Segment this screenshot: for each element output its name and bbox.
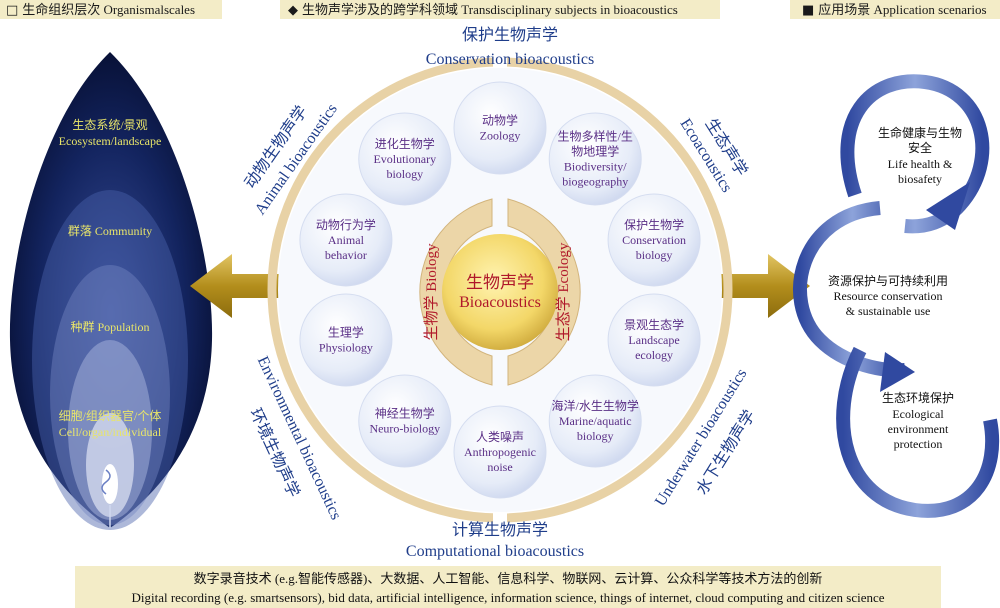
diamond-icon: ◆ <box>288 3 298 18</box>
technology-footer: 数字录音技术 (e.g.智能传感器)、大数据、人工智能、信息科学、物联网、云计算… <box>75 566 941 608</box>
level-0-en: Ecosystem/landscape <box>59 134 162 148</box>
level-2-label: 种群 Population <box>70 320 149 334</box>
application-scenarios: 生命健康与生物 安全 Life health & biosafety 资源保护与… <box>793 74 1000 518</box>
biology-label: 生物学 Biology <box>423 243 440 341</box>
subject-label-en: biology <box>577 429 614 443</box>
square-filled-icon: ■ <box>802 3 815 18</box>
subject-bubble-circle <box>299 193 393 287</box>
bioacoustics-core <box>442 234 558 350</box>
app-0-cn-1: 安全 <box>908 140 932 155</box>
subject-bubble-circle <box>548 374 642 468</box>
subject-label-en: Neuro-biology <box>369 422 440 436</box>
loop-3 <box>836 346 1000 518</box>
subject-label-cn: 生理学 <box>328 325 364 340</box>
footer-cn: 数字录音技术 (e.g.智能传感器)、大数据、人工智能、信息科学、物联网、云计算… <box>193 571 823 586</box>
subject-bubble-circle <box>358 374 452 468</box>
header-right: ■应用场景 Application scenarios <box>790 0 1000 19</box>
app-1-cn-0: 资源保护与可持续利用 <box>828 273 948 288</box>
app-2-en-2: protection <box>894 437 943 451</box>
footer-en: Digital recording (e.g. smartsensors), b… <box>131 590 885 605</box>
loop-2-arrowhead <box>880 352 915 392</box>
subject-label-en: Marine/aquatic <box>559 414 632 428</box>
subject-label-en: Landscape <box>628 333 679 347</box>
subject-label-cn: 海洋/水生生物学 <box>552 398 639 413</box>
subject-label-cn: 物地理学 <box>571 143 619 158</box>
app-1-en-1: & sustainable use <box>846 304 931 318</box>
subject-label-en: biology <box>386 167 423 181</box>
subject-label-cn: 神经生物学 <box>375 406 435 421</box>
subject-bubble-circle <box>358 112 452 206</box>
subject-label-en: behavior <box>325 248 367 262</box>
subject-label-en: biogeography <box>562 174 628 188</box>
subject-bubble-circle <box>299 293 393 387</box>
subject-bubble-circle <box>453 405 547 499</box>
label-top-cn: 保护生物声学 <box>462 26 558 44</box>
header-center: ◆生物声学涉及的跨学科领域 Transdisciplinary subjects… <box>280 0 720 19</box>
subject-label-cn: 进化生物学 <box>375 136 435 151</box>
square-outline-icon: □ <box>6 3 19 18</box>
subject-label-en: Zoology <box>480 129 521 143</box>
subject-label-cn: 动物行为学 <box>316 217 376 232</box>
level-labels: 生态系统/景观 Ecosystem/landscape 群落 Community… <box>59 118 162 439</box>
app-0-en-0: Life health & <box>888 157 953 171</box>
app-1-en-0: Resource conservation <box>834 289 943 303</box>
subject-label-cn: 动物学 <box>482 113 518 128</box>
subject-label-cn: 生物多样性/生 <box>558 128 633 143</box>
level-3-en: Cell/organ/individual <box>59 425 162 439</box>
dna-icon <box>101 469 111 495</box>
level-3-cn: 细胞/组织器官/个体 <box>59 408 162 423</box>
loop-2 <box>793 201 906 378</box>
app-labels: 生命健康与生物 安全 Life health & biosafety 资源保护与… <box>828 125 962 451</box>
app-0-en-1: biosafety <box>898 172 942 186</box>
core-cn: 生物声学 <box>466 273 534 292</box>
subject-bubble-circle <box>453 81 547 175</box>
app-0-cn-0: 生命健康与生物 <box>878 125 962 140</box>
subject-label-cn: 保护生物学 <box>624 217 684 232</box>
app-2-en-1: environment <box>888 422 949 436</box>
subject-label-en: Physiology <box>319 341 373 355</box>
label-top-en: Conservation bioacoustics <box>426 51 594 68</box>
leaf-shape <box>9 52 213 528</box>
subject-label-en: Animal <box>328 233 365 247</box>
double-arrow-left <box>190 254 282 318</box>
subject-label-en: biology <box>636 248 673 262</box>
inner-ring: 生物声学 Bioacoustics 生物学 Biology 生态学 Ecolog… <box>419 198 581 386</box>
subject-bubble-circle <box>548 112 642 206</box>
core-en: Bioacoustics <box>459 294 541 311</box>
subject-label-en: noise <box>487 460 512 474</box>
subject-label-en: ecology <box>635 348 673 362</box>
organismal-scale-panel: 生态系统/景观 Ecosystem/landscape 群落 Community… <box>9 52 213 530</box>
label-bottom-en: Computational bioacoustics <box>406 543 584 560</box>
ecology-label: 生态学 Ecology <box>555 242 572 341</box>
subject-label-en: Biodiversity/ <box>564 159 627 173</box>
subject-label-en: Anthropogenic <box>464 445 536 459</box>
loop-1-arrowhead <box>926 182 970 230</box>
app-2-en-0: Ecological <box>892 407 944 421</box>
subject-label-en: Evolutionary <box>373 152 436 166</box>
subject-bubble-circle <box>607 293 701 387</box>
double-arrow-right <box>718 254 810 318</box>
level-0-cn: 生态系统/景观 <box>72 118 147 132</box>
subject-label-en: Conservation <box>622 233 686 247</box>
app-2-cn-0: 生态环境保护 <box>882 390 954 405</box>
label-bottom-cn: 计算生物声学 <box>452 520 548 539</box>
subject-label-cn: 景观生态学 <box>624 317 684 332</box>
subject-bubble-circle <box>607 193 701 287</box>
header-left: □生命组织层次 Organismalscales <box>0 0 222 19</box>
level-1-label: 群落 Community <box>68 224 152 238</box>
subject-label-cn: 人类噪声 <box>476 430 524 444</box>
